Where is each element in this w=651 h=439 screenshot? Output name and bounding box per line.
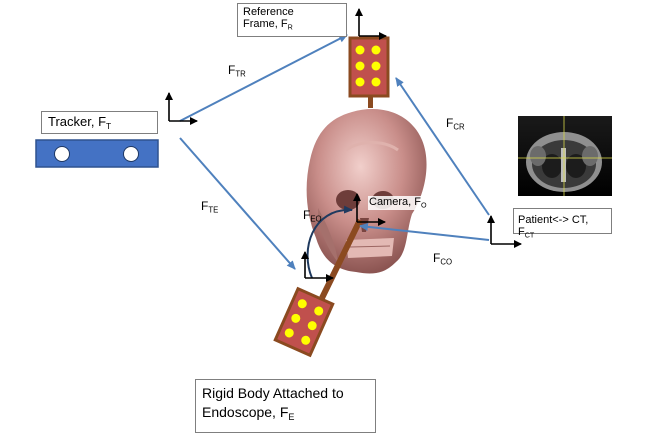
label-f-co: FCO [433,251,453,267]
label-f-eo: FEO [303,208,322,224]
arrow-f-cr [395,77,490,216]
patient-ct-box: Patient<-> CT, FCT [513,208,612,240]
label-f-tr: FTR [228,63,246,79]
arrow-f-tr [179,34,348,122]
patient-frame-axes [487,215,522,248]
camera-frame-axes [353,193,386,226]
camera-label: Camera, FO [368,196,428,210]
ct-scan-image [518,116,612,196]
tracker-box: Tracker, FT [41,111,158,134]
tracker-frame-axes [165,92,198,125]
rigid-body-line1: Rigid Body Attached to [202,385,344,401]
label-f-cr: FCR [446,116,465,132]
label-f-te: FTE [201,199,219,215]
arrow-f-te [179,137,296,270]
reference-frame-marker [348,36,390,108]
arrow-f-eo [306,205,353,279]
reference-frame-line1: Reference [243,6,294,18]
arrow-f-co [359,222,490,241]
endoscope-rigid-body-marker [273,286,335,358]
rigid-body-line2: Endoscope, FE [202,403,295,423]
reference-frame-line2: Frame, FR [243,18,293,32]
skull-image [306,109,427,274]
endoscope-shaft [319,218,363,300]
tracker-device [35,139,159,168]
reference-frame-axes [355,8,387,40]
reference-frame-box: Reference Frame, FR [237,3,347,37]
patient-ct-label: Patient<-> CT, F [518,214,589,239]
rigid-body-box: Rigid Body Attached to Endoscope, FE [195,379,376,433]
endoscope-frame-axes [301,251,334,282]
tracker-label: Tracker, F [48,114,107,129]
